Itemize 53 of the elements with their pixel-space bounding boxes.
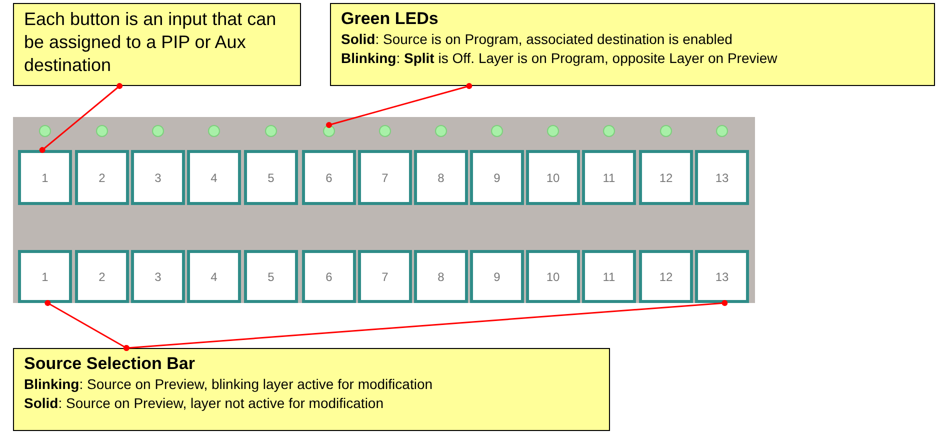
input-button: 3	[131, 250, 185, 303]
led-indicator	[323, 125, 335, 137]
input-button: 9	[470, 250, 524, 303]
input-button: 4	[187, 150, 241, 205]
led-indicator	[491, 125, 503, 137]
input-button: 10	[526, 150, 580, 205]
led-indicator	[96, 125, 108, 137]
input-button: 6	[302, 150, 356, 205]
leader-line	[326, 83, 472, 128]
input-button: 12	[639, 150, 693, 205]
led-indicator	[152, 125, 164, 137]
led-indicator	[39, 125, 51, 137]
input-button: 2	[75, 250, 129, 303]
input-button: 4	[187, 250, 241, 303]
leader-line	[39, 83, 123, 153]
input-button: 11	[582, 250, 636, 303]
callout-body: Blinking: Source on Preview, blinking layer active for modification	[24, 375, 434, 394]
led-indicator	[265, 125, 277, 137]
callout-body: Blinking: Split is Off. Layer is on Program, opposite Layer on Preview	[341, 49, 778, 68]
input-button: 5	[244, 150, 298, 205]
callout-body: Solid: Source is on Program, associated destination is enabled	[341, 30, 734, 49]
led-indicator	[379, 125, 391, 137]
input-button: 12	[639, 250, 693, 303]
callout-heading: Source Selection Bar	[24, 353, 196, 375]
button-panel	[13, 117, 755, 303]
callout-text: Each button is an input that can be assigned to a PIP or Aux destination	[24, 8, 278, 77]
input-button: 2	[75, 150, 129, 205]
input-button: 10	[526, 250, 580, 303]
callout-box	[13, 348, 610, 431]
callout-body: Solid: Source on Preview, layer not active for modification	[24, 394, 385, 413]
input-button: 8	[414, 250, 468, 303]
input-button: 13	[695, 150, 749, 205]
input-button: 7	[358, 250, 412, 303]
input-button: 6	[302, 250, 356, 303]
input-button: 9	[470, 150, 524, 205]
led-indicator	[208, 125, 220, 137]
led-indicator	[435, 125, 447, 137]
input-button: 1	[18, 150, 72, 205]
callout-box	[330, 3, 935, 86]
input-button: 3	[131, 150, 185, 205]
callout-box	[13, 3, 301, 86]
input-button: 7	[358, 150, 412, 205]
leader-line	[123, 300, 728, 351]
led-indicator	[660, 125, 672, 137]
led-indicator	[547, 125, 559, 137]
led-indicator	[603, 125, 615, 137]
callout-heading: Green LEDs	[341, 8, 440, 30]
input-button: 1	[18, 250, 72, 303]
led-indicator	[716, 125, 728, 137]
input-button: 11	[582, 150, 636, 205]
input-button: 8	[414, 150, 468, 205]
input-button: 5	[244, 250, 298, 303]
input-button: 13	[695, 250, 749, 303]
